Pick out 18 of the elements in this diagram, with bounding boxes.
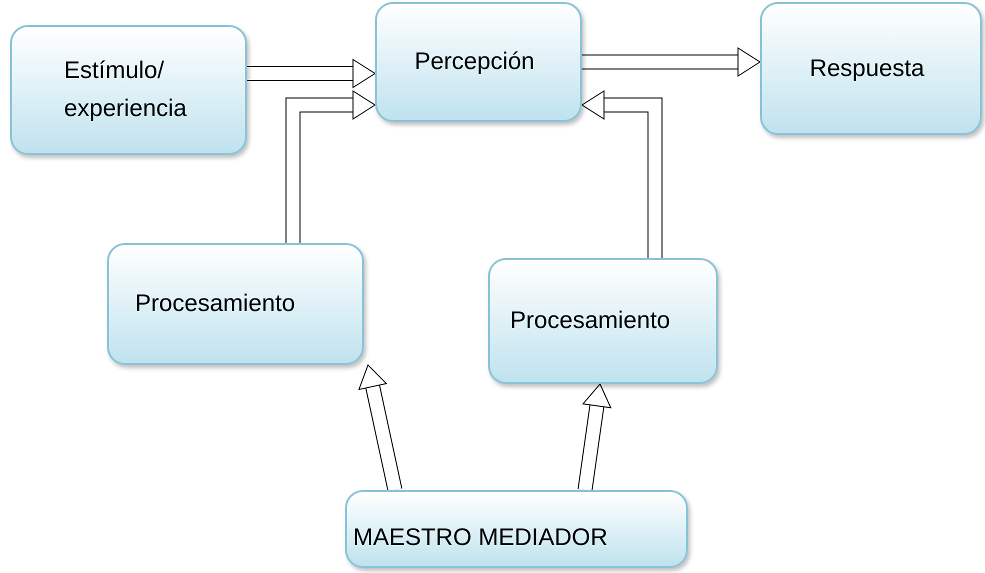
- process-box: [375, 2, 582, 122]
- block-arrow: [582, 47, 761, 77]
- block-arrow: [581, 90, 662, 258]
- box-label: Procesamiento: [510, 306, 670, 336]
- box-label: MAESTRO MEDIADOR: [353, 523, 608, 553]
- box-label: Percepción: [414, 47, 535, 77]
- block-arrow: [358, 364, 402, 492]
- box-label: Respuesta: [810, 54, 924, 84]
- process-box: [345, 490, 688, 568]
- block-arrow: [578, 383, 612, 492]
- box-label: Procesamiento: [135, 289, 296, 319]
- process-box: [488, 258, 718, 384]
- block-arrow: [286, 90, 376, 243]
- box-label: Estímulo/ experiencia: [64, 56, 188, 124]
- process-box: [10, 25, 247, 155]
- block-arrow: [247, 58, 376, 88]
- process-box: [760, 2, 982, 135]
- process-box: [107, 243, 364, 365]
